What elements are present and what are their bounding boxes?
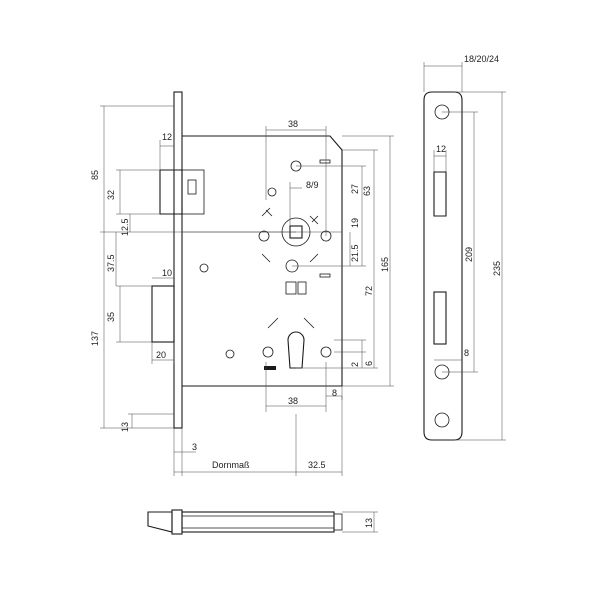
dim-235: 235 bbox=[492, 261, 502, 276]
mark-top bbox=[319, 159, 331, 164]
lock-case bbox=[182, 135, 343, 387]
plate-latch-opening bbox=[433, 171, 447, 217]
dim-18-20-24: 18/20/24 bbox=[464, 54, 499, 64]
plate-bolt-opening bbox=[433, 291, 447, 345]
arrow-ll bbox=[261, 253, 271, 263]
cam-slot bbox=[264, 366, 276, 370]
dim-dornmass: Dornmaß bbox=[212, 460, 250, 470]
arrows-cyl bbox=[267, 317, 315, 329]
cyl-screw-right bbox=[320, 346, 332, 358]
dim-12-5: 12.5 bbox=[120, 218, 130, 236]
case-screw-3 bbox=[267, 187, 277, 197]
dim-72: 72 bbox=[364, 286, 374, 296]
faceplate bbox=[173, 91, 183, 429]
plate-screw-bottom bbox=[434, 412, 450, 428]
dim-20: 20 bbox=[156, 350, 166, 360]
dim-13-left: 13 bbox=[120, 422, 130, 432]
dim-10: 10 bbox=[162, 268, 172, 278]
dim-21-5: 21.5 bbox=[350, 244, 360, 262]
dim-19: 19 bbox=[350, 218, 360, 228]
dim-38-bottom: 38 bbox=[288, 396, 298, 406]
dim-8-bottom: 8 bbox=[332, 388, 337, 398]
dim-13-side: 13 bbox=[364, 518, 374, 528]
dim-85: 85 bbox=[90, 170, 100, 180]
dim-137: 137 bbox=[90, 331, 100, 346]
dim-12-top: 12 bbox=[162, 132, 172, 142]
latch-bolt bbox=[159, 169, 183, 215]
follower-hole-left bbox=[258, 230, 270, 242]
case-screw-2 bbox=[225, 349, 235, 359]
arrow-ur bbox=[309, 215, 319, 225]
dead-bolt bbox=[151, 285, 175, 343]
dim-165: 165 bbox=[380, 257, 390, 272]
dim-27: 27 bbox=[350, 184, 360, 194]
faceplate-side-view: 18/20/24 12 209 235 8 bbox=[423, 54, 506, 441]
arrow-ul bbox=[261, 207, 273, 217]
cyl-screw-left bbox=[262, 346, 274, 358]
dim-209: 209 bbox=[464, 247, 474, 262]
top-view-case bbox=[181, 511, 335, 533]
top-view-latch bbox=[147, 511, 173, 533]
dim-6: 6 bbox=[364, 361, 374, 366]
cylinder-profile bbox=[287, 331, 305, 369]
dim-8-9: 8/9 bbox=[306, 180, 319, 190]
latch-housing bbox=[181, 169, 205, 215]
dim-32: 32 bbox=[106, 190, 116, 200]
dim-2: 2 bbox=[350, 362, 360, 367]
dimension-labels: 12 38 85 32 8/9 27 63 12.5 19 37.5 21.5 … bbox=[90, 119, 390, 470]
dim-38-top: 38 bbox=[288, 119, 298, 129]
latch-spring bbox=[187, 179, 197, 195]
dim-63: 63 bbox=[362, 186, 372, 196]
arrow-lr bbox=[309, 253, 319, 263]
dim-32-5: 32.5 bbox=[308, 460, 326, 470]
lock-top-view: 13 bbox=[147, 509, 378, 535]
slot-a bbox=[285, 281, 297, 295]
top-view-faceplate bbox=[171, 509, 183, 535]
case-screw-1 bbox=[199, 263, 209, 273]
slot-b bbox=[297, 281, 307, 295]
dim-12-plate: 12 bbox=[436, 144, 446, 154]
dimension-lines bbox=[100, 105, 394, 476]
top-view-end bbox=[333, 513, 343, 531]
lock-body-front-view bbox=[151, 91, 343, 429]
dim-8-plate: 8 bbox=[464, 348, 469, 358]
dim-37-5: 37.5 bbox=[106, 254, 116, 272]
mark-mid bbox=[319, 273, 331, 278]
dim-3: 3 bbox=[192, 442, 197, 452]
dim-35: 35 bbox=[106, 312, 116, 322]
